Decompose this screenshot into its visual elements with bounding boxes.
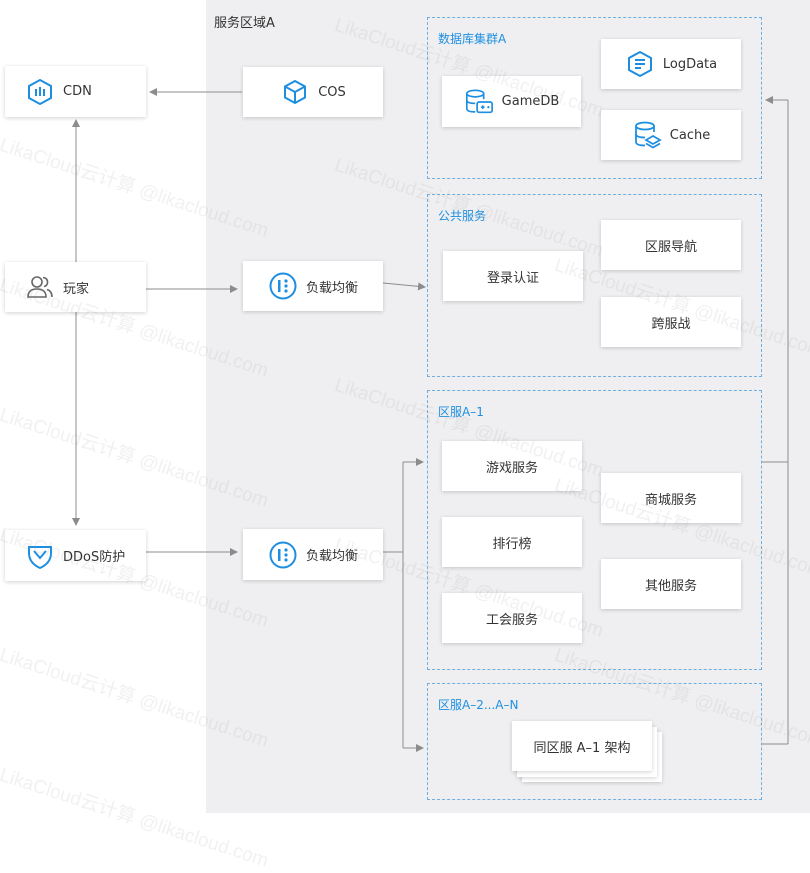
cdn-label: CDN [63,84,92,99]
cross-server-battle-node[interactable]: 跨服战 [601,297,741,347]
gamedb-label: GameDB [501,94,560,109]
load-balancer-icon [268,540,298,570]
load-balancer-1-label: 负载均衡 [305,280,358,296]
zone-a2-an-title: 区服A–2...A–N [438,698,519,712]
game-service-node[interactable]: 游戏服务 [442,441,582,491]
leaderboard-label: 排行榜 [492,536,532,552]
same-arch-node[interactable]: 同区服 A–1 架构 [512,721,652,771]
shield-icon [25,541,55,571]
load-balancer-2-label: 负载均衡 [305,549,358,564]
users-icon [25,272,55,302]
cache-label: Cache [669,127,711,143]
gamedb-node[interactable]: GameDB [442,76,581,127]
load-balancer-2-node[interactable]: 负载均衡 [243,529,383,580]
guild-service-label: 工会服务 [485,612,538,628]
database-icon [464,87,494,117]
guild-service-node[interactable]: 工会服务 [442,593,582,643]
cdn-node[interactable]: CDN [5,66,146,117]
other-service-label: 其他服务 [644,578,697,594]
zone-a2-an-group: 区服A–2...A–N [427,683,762,800]
leaderboard-node[interactable]: 排行榜 [442,517,582,567]
server-nav-label: 区服导航 [644,239,697,255]
lb1-to-public-line [382,282,426,291]
player-node[interactable]: 玩家 [5,262,146,312]
logdata-label: LogData [662,56,718,72]
player-label: 玩家 [63,281,90,297]
cdn-icon [25,77,55,107]
ddos-node[interactable]: DDoS防护 [5,530,146,581]
cube-icon [280,77,310,107]
same-arch-label: 同区服 A–1 架构 [533,740,631,756]
other-service-node[interactable]: 其他服务 [601,559,741,609]
load-balancer-1-node[interactable]: 负载均衡 [243,261,383,311]
login-auth-node[interactable]: 登录认证 [443,251,583,301]
cos-label: COS [318,84,346,100]
shop-service-label: 商城服务 [644,492,697,508]
zone-a1-title: 区服A–1 [438,405,484,419]
shop-service-node[interactable]: 商城服务 [601,473,741,523]
ddos-label: DDoS防护 [63,550,126,565]
cache-database-icon [632,120,662,150]
cross-server-battle-label: 跨服战 [651,316,691,332]
zone-a1-group: 区服A–1 [427,390,762,670]
game-service-label: 游戏服务 [485,460,538,476]
login-auth-label: 登录认证 [486,270,539,286]
cos-node[interactable]: COS [243,67,383,117]
cache-node[interactable]: Cache [601,110,741,160]
load-balancer-icon [268,271,298,301]
database-cluster-group: 数据库集群A [427,17,762,179]
document-icon [625,49,655,79]
connector-lines [72,88,789,752]
public-service-group: 公共服务 [427,194,762,377]
public-service-title: 公共服务 [438,209,487,223]
region-title: 服务区域A [214,16,275,31]
server-nav-node[interactable]: 区服导航 [601,220,741,270]
logdata-node[interactable]: LogData [601,39,741,89]
database-cluster-title: 数据库集群A [438,32,507,46]
